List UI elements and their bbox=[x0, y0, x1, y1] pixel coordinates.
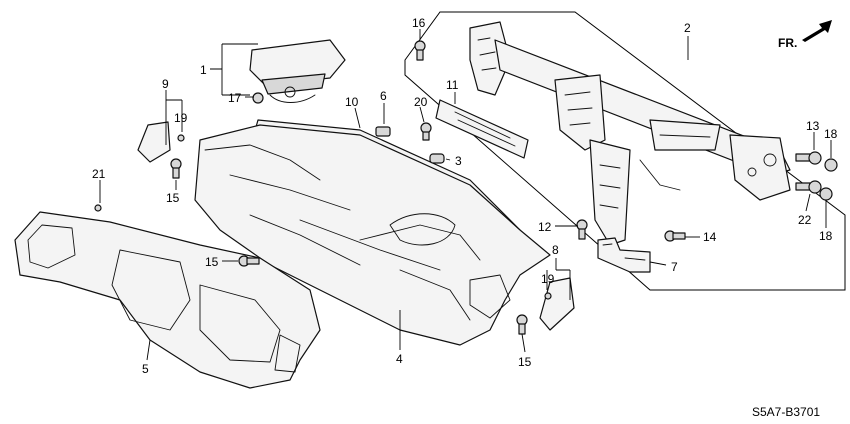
callout-15-left-upper: 15 bbox=[166, 191, 180, 205]
callout-17: 17 bbox=[228, 91, 242, 105]
callout-22: 22 bbox=[798, 213, 812, 227]
callout-15-left-lower: 15 bbox=[205, 255, 219, 269]
callout-1: 1 bbox=[200, 63, 207, 77]
clip-6 bbox=[375, 126, 391, 137]
center-bracket bbox=[597, 237, 651, 273]
instrument-panel-body bbox=[194, 124, 551, 346]
cushion-3 bbox=[429, 153, 445, 164]
center-stay-strip bbox=[435, 99, 529, 159]
callout-13: 13 bbox=[806, 119, 820, 133]
fasteners bbox=[94, 40, 838, 335]
diagram-code: S5A7-B3701 bbox=[752, 405, 820, 419]
callout-19-left: 19 bbox=[174, 111, 188, 125]
callout-9: 9 bbox=[162, 77, 169, 91]
callout-2: 2 bbox=[684, 21, 691, 35]
left-side-cover bbox=[137, 121, 171, 163]
leader-lines bbox=[99, 29, 832, 361]
right-side-cover bbox=[539, 277, 575, 331]
callout-16: 16 bbox=[412, 16, 426, 30]
callout-14: 14 bbox=[703, 230, 717, 244]
callout-7: 7 bbox=[671, 260, 678, 274]
callout-4: 4 bbox=[396, 352, 403, 366]
front-direction-label: FR. bbox=[778, 36, 797, 50]
callout-3: 3 bbox=[455, 154, 462, 168]
callout-18-upper: 18 bbox=[824, 127, 838, 141]
callout-10: 10 bbox=[345, 95, 359, 109]
callout-18-lower: 18 bbox=[819, 229, 833, 243]
steering-hanger-beam bbox=[469, 21, 791, 246]
callout-20: 20 bbox=[414, 95, 428, 109]
callout-21: 21 bbox=[92, 167, 106, 181]
front-direction-indicator: FR. bbox=[778, 20, 832, 50]
callout-6: 6 bbox=[380, 89, 387, 103]
callout-12: 12 bbox=[538, 220, 552, 234]
front-direction-arrow-icon bbox=[802, 20, 832, 42]
callout-5: 5 bbox=[142, 362, 149, 376]
callout-8: 8 bbox=[552, 243, 559, 257]
callout-11: 11 bbox=[446, 78, 459, 92]
passenger-airbag-module bbox=[249, 39, 346, 103]
callout-15-right: 15 bbox=[518, 355, 532, 369]
callout-19-right: 19 bbox=[541, 272, 555, 286]
